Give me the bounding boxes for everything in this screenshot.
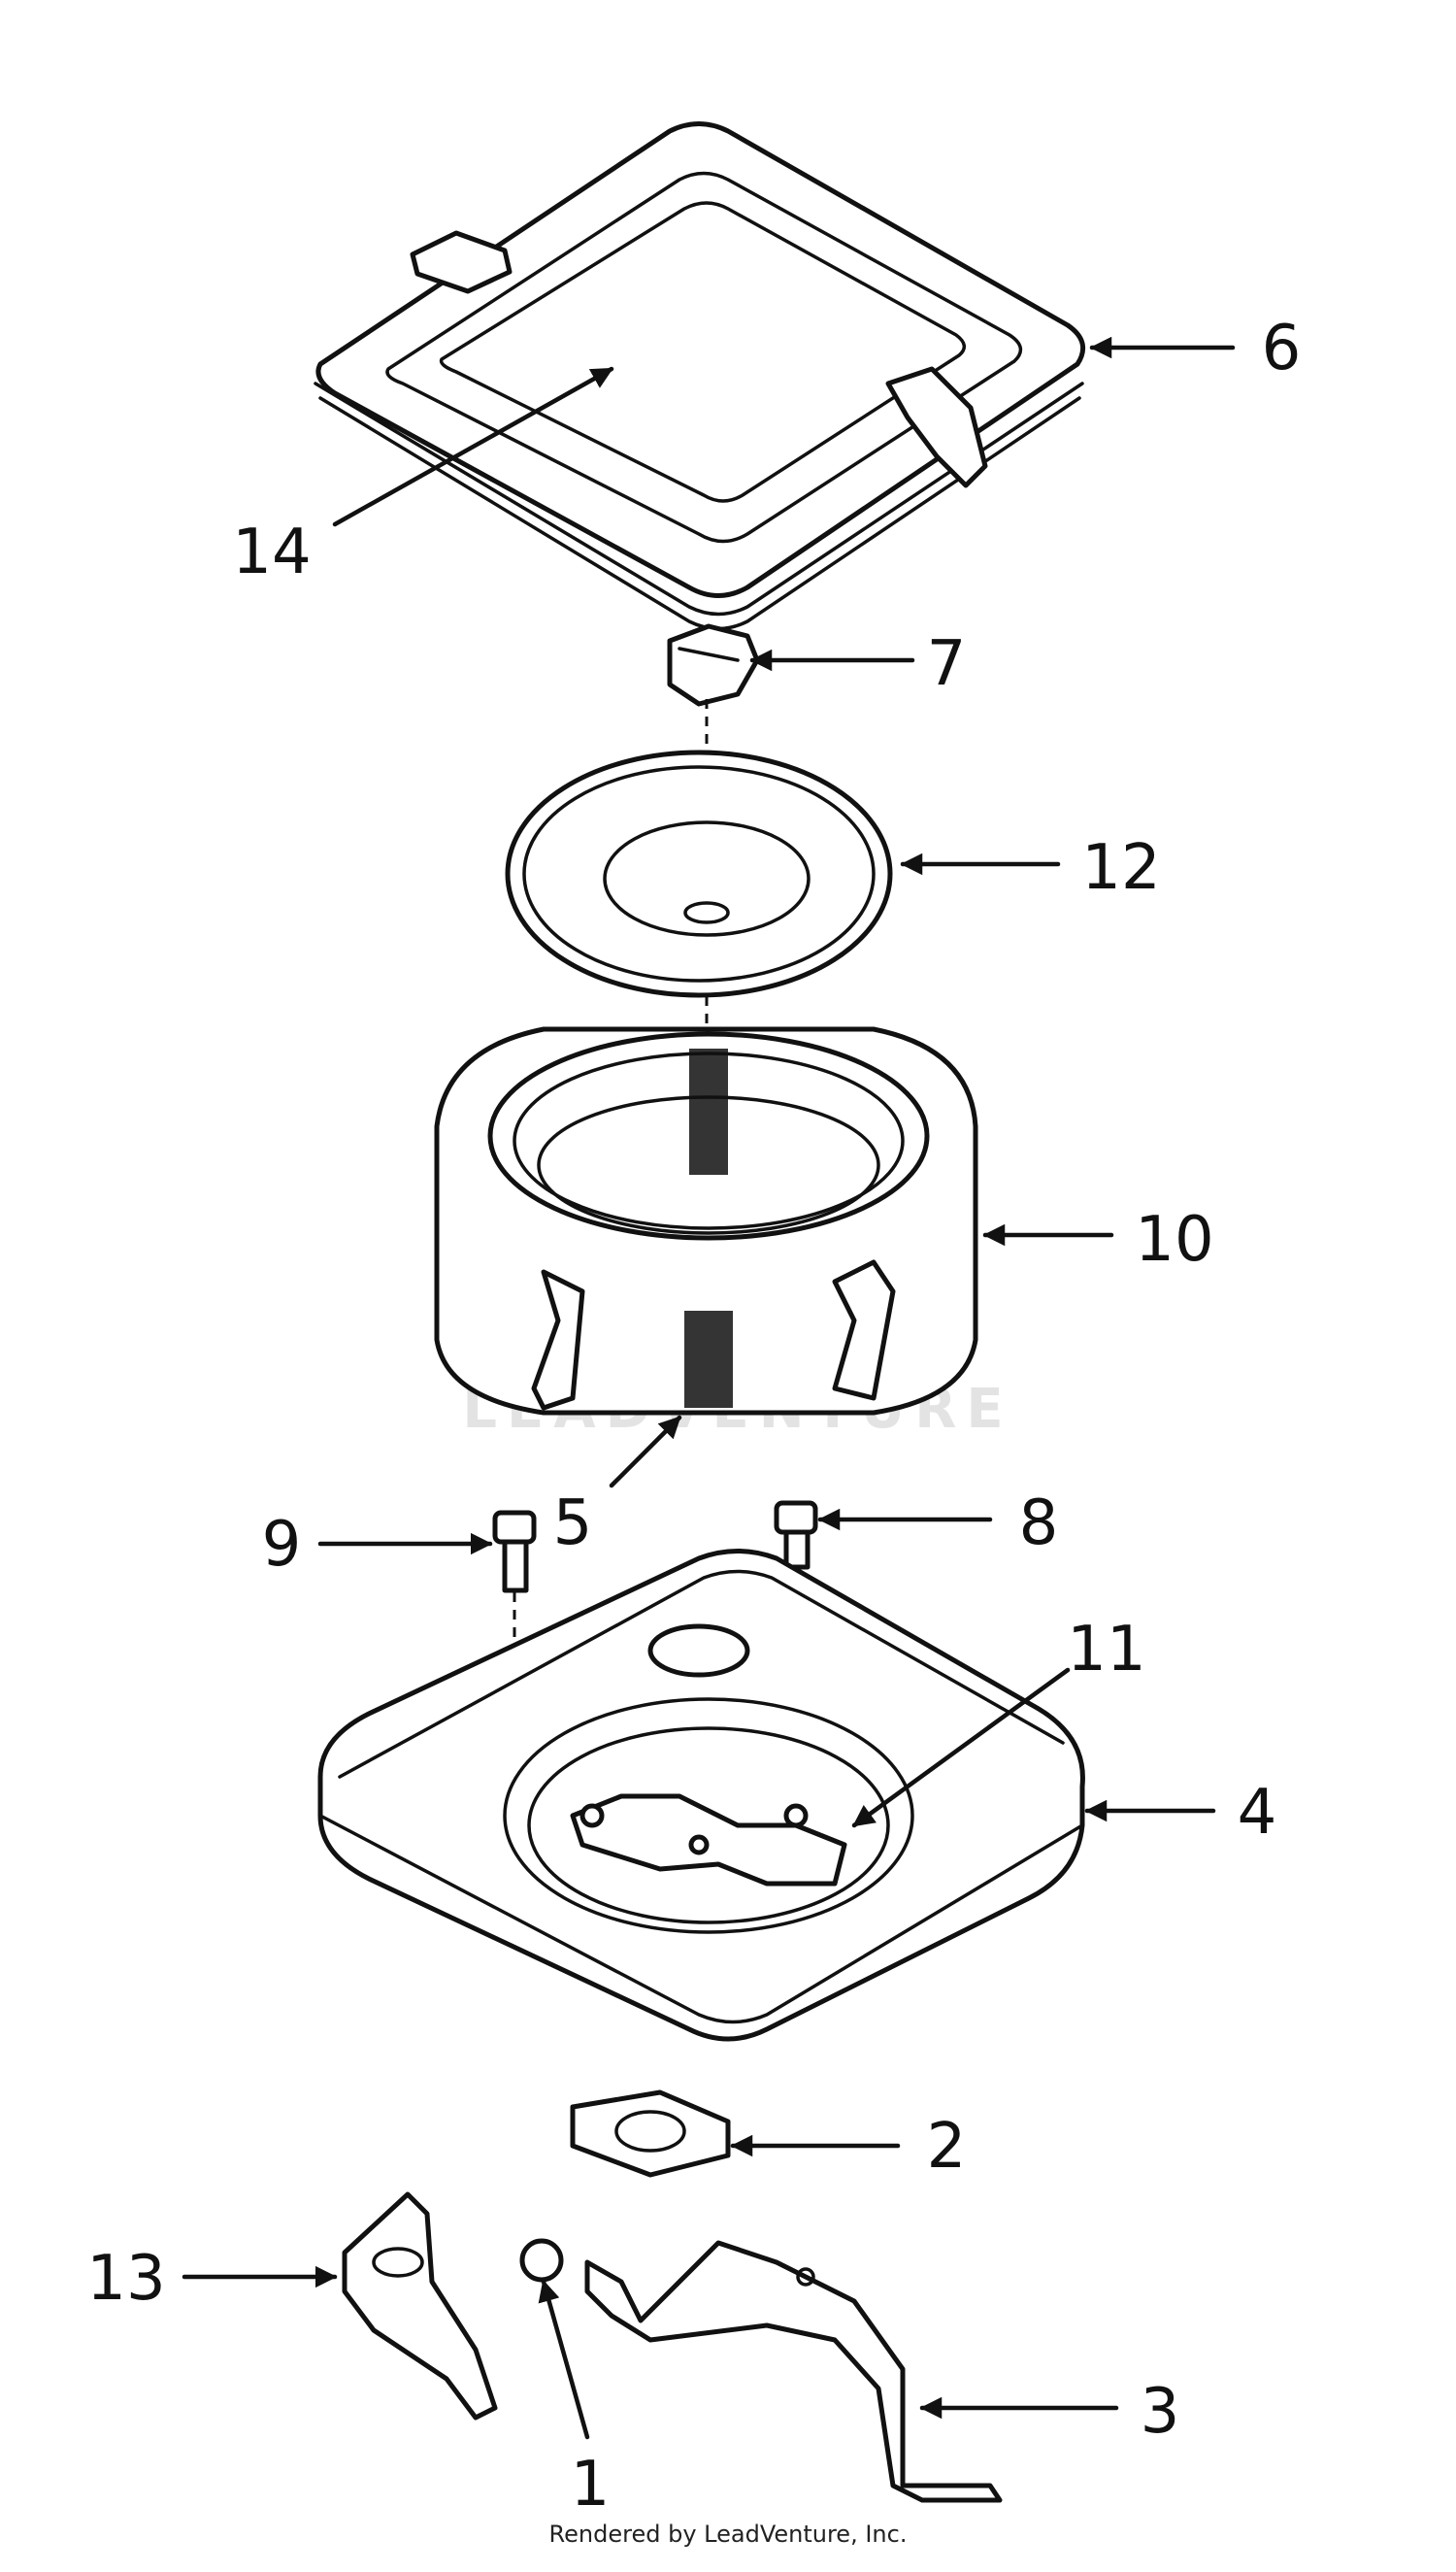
leader-14: [332, 366, 614, 527]
part-gasket: [570, 2089, 731, 2178]
callout-12: 12: [1081, 832, 1160, 904]
callout-4: 4: [1238, 1777, 1277, 1849]
leader-lines: [182, 336, 1236, 2440]
callout-9: 9: [262, 1509, 302, 1581]
callout-13: 13: [86, 2243, 165, 2315]
part-cover: [314, 121, 1086, 631]
callout-2: 2: [927, 2111, 967, 2183]
part-filter-element: [434, 1026, 978, 1416]
callout-8: 8: [1019, 1487, 1059, 1559]
callout-labels: 6 14 7 12 10 5 9 8 11 4 2 13 3 1: [86, 313, 1301, 2521]
leader-5: [609, 1415, 682, 1488]
callout-3: 3: [1141, 2376, 1180, 2448]
callout-14: 14: [232, 517, 311, 588]
part-nut: [519, 2238, 564, 2283]
footer-credit: Rendered by LeadVenture, Inc.: [548, 2521, 908, 2548]
part-clip-bracket: [342, 2191, 498, 2421]
callout-5: 5: [553, 1487, 593, 1559]
callout-11: 11: [1067, 1614, 1145, 1686]
part-seal-plate: [505, 750, 893, 998]
callout-10: 10: [1135, 1204, 1213, 1276]
callout-6: 6: [1262, 313, 1302, 384]
part-wing-nut: [667, 623, 760, 707]
part-base: [317, 1549, 1085, 2042]
leader-11: [851, 1667, 1071, 1828]
leader-1: [538, 2279, 590, 2440]
callout-7: 7: [927, 628, 967, 700]
part-bracket: [584, 2240, 1003, 2503]
callout-1: 1: [571, 2449, 611, 2521]
